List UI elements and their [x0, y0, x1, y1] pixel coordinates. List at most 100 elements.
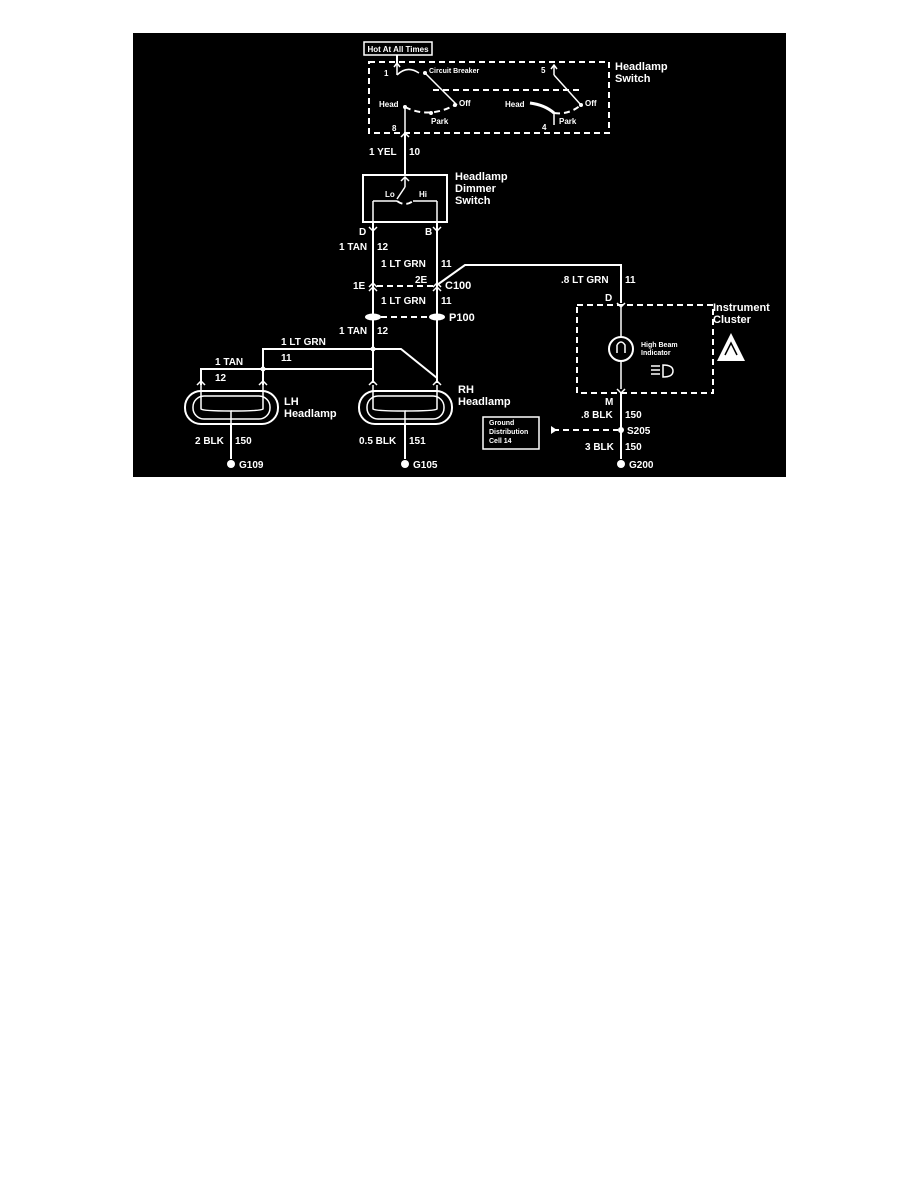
lh-filament — [200, 385, 232, 425]
dimmer-switch-label-2: Dimmer — [455, 183, 497, 195]
wire-blk-150-a: .8 BLK — [581, 410, 613, 421]
g105-label: G105 — [413, 460, 438, 471]
g109-label: G109 — [239, 460, 264, 471]
lo-label: Lo — [385, 190, 395, 199]
park-contact-left — [429, 111, 433, 115]
off-left-label: Off — [459, 99, 471, 108]
high-beam-label-1: High Beam — [641, 342, 678, 349]
c100-connector-1e — [368, 281, 378, 292]
park-left-label: Park — [431, 117, 449, 126]
circuit-150-lh: 150 — [235, 436, 252, 447]
rh-filament-hi — [404, 385, 438, 412]
p100-label: P100 — [449, 312, 475, 324]
high-beam-symbol-icon — [651, 364, 674, 378]
wire-blk-151: 0.5 BLK — [359, 436, 397, 447]
switch-pin-8: 8 — [392, 124, 397, 133]
cluster-pin-d: D — [605, 293, 612, 304]
park-right-label: Park — [559, 117, 577, 126]
cluster-pin-m: M — [605, 397, 613, 408]
g109-ground-icon — [227, 460, 235, 468]
tan-to-lh-wire — [200, 368, 373, 385]
lh-hi-terminal — [258, 379, 268, 386]
head-contact-bar-right — [529, 101, 555, 115]
off-contact-left — [453, 103, 457, 107]
switch-pin-1: 1 — [384, 69, 389, 78]
instrument-cluster-label-2: Cluster — [713, 314, 752, 326]
conn-1e-label: 1E — [353, 281, 366, 292]
ltgrn-lh-splice — [260, 366, 266, 372]
instrument-cluster-label-1: Instrument — [713, 302, 770, 314]
ground-distribution-label-2: Distribution — [489, 429, 528, 436]
lh-lo-terminal — [196, 379, 206, 386]
wire-tan-lh: 1 TAN — [215, 357, 243, 368]
rh-lo-terminal — [368, 379, 378, 386]
dimmer-travel — [396, 200, 414, 205]
high-beam-bulb-icon — [608, 336, 634, 362]
esd-warning-icon — [717, 333, 745, 361]
circuit-151: 151 — [409, 436, 426, 447]
ground-distribution-arrow-icon — [551, 426, 557, 434]
head-right-label: Head — [505, 100, 525, 109]
ltgrn-to-rh-hi-wire — [373, 348, 438, 379]
p100-grommet-right — [429, 313, 445, 321]
circuit-breaker-symbol — [396, 68, 420, 76]
s205-splice — [618, 427, 624, 433]
headlamp-switch-label-1: Headlamp — [615, 61, 668, 73]
wire-yel-circuit: 10 — [409, 147, 421, 158]
wire-ltgrn-11-a: 1 LT GRN — [381, 259, 426, 270]
breaker-node — [423, 71, 427, 75]
switch-blade-left — [424, 72, 458, 106]
circuit-150-b: 150 — [625, 442, 642, 453]
wire-ltgrn-11-b: 1 LT GRN — [381, 296, 426, 307]
ground-distribution-box — [482, 416, 540, 450]
p100-grommet-left — [365, 313, 381, 321]
switch-pin-5: 5 — [541, 66, 546, 75]
wire-blk-150-b: 3 BLK — [585, 442, 615, 453]
dimmer-switch-label-3: Switch — [455, 195, 491, 207]
pin-b-label: B — [425, 227, 432, 238]
wire-blk-150-lh: 2 BLK — [195, 436, 225, 447]
switch-blade-right — [553, 74, 582, 106]
bulb-filament — [616, 341, 626, 353]
esd-warning-icon-mark — [724, 341, 738, 356]
instrument-cluster-box — [576, 304, 714, 394]
high-beam-label-2: Indicator — [641, 350, 671, 357]
lh-filament-hi — [230, 385, 264, 412]
switch-travel-right — [553, 104, 582, 115]
circuit-11-b: 11 — [441, 296, 452, 307]
circuit-11-a: 11 — [441, 259, 452, 270]
cluster-feed-wire — [436, 264, 622, 303]
head-left-label: Head — [379, 100, 399, 109]
switch-pin-4: 4 — [542, 123, 547, 132]
pin-1-connector — [393, 61, 401, 68]
wire-tan-12-b: 1 TAN — [339, 326, 367, 337]
dimmer-switch-label-1: Headlamp — [455, 171, 508, 183]
hot-at-all-times-label: Hot At All Times — [367, 45, 429, 54]
g200-label: G200 — [629, 460, 654, 471]
circuit-11-lh: 11 — [281, 353, 292, 364]
c100-label: C100 — [445, 280, 471, 292]
headlamp-switch-box — [368, 61, 610, 134]
wire-ltgrn-cluster: .8 LT GRN — [561, 275, 609, 286]
off-right-label: Off — [585, 99, 597, 108]
off-contact-right — [579, 103, 583, 107]
dimmer-switch-box — [362, 174, 448, 223]
rh-hi-terminal — [432, 379, 442, 386]
pin-d-label: D — [359, 227, 366, 238]
dimmer-blade — [396, 186, 406, 200]
circuit-12-a: 12 — [377, 242, 389, 253]
circuit-breaker-label: Circuit Breaker — [429, 68, 479, 75]
lh-headlamp-label-2: Headlamp — [284, 408, 337, 420]
rh-headlamp-label-1: RH — [458, 384, 474, 396]
g200-ground-icon — [617, 460, 625, 468]
wire-yel-label: 1 YEL — [369, 147, 397, 158]
headlamp-switch-label-2: Switch — [615, 73, 651, 85]
wire-ltgrn-lh: 1 LT GRN — [281, 337, 326, 348]
circuit-12-lh: 12 — [215, 373, 227, 384]
rh-filament — [372, 385, 406, 425]
ground-distribution-label-1: Ground — [489, 420, 514, 427]
rh-headlamp-label-2: Headlamp — [458, 396, 511, 408]
circuit-12-b: 12 — [377, 326, 389, 337]
g105-ground-icon — [401, 460, 409, 468]
yel-10-connector — [400, 131, 410, 138]
